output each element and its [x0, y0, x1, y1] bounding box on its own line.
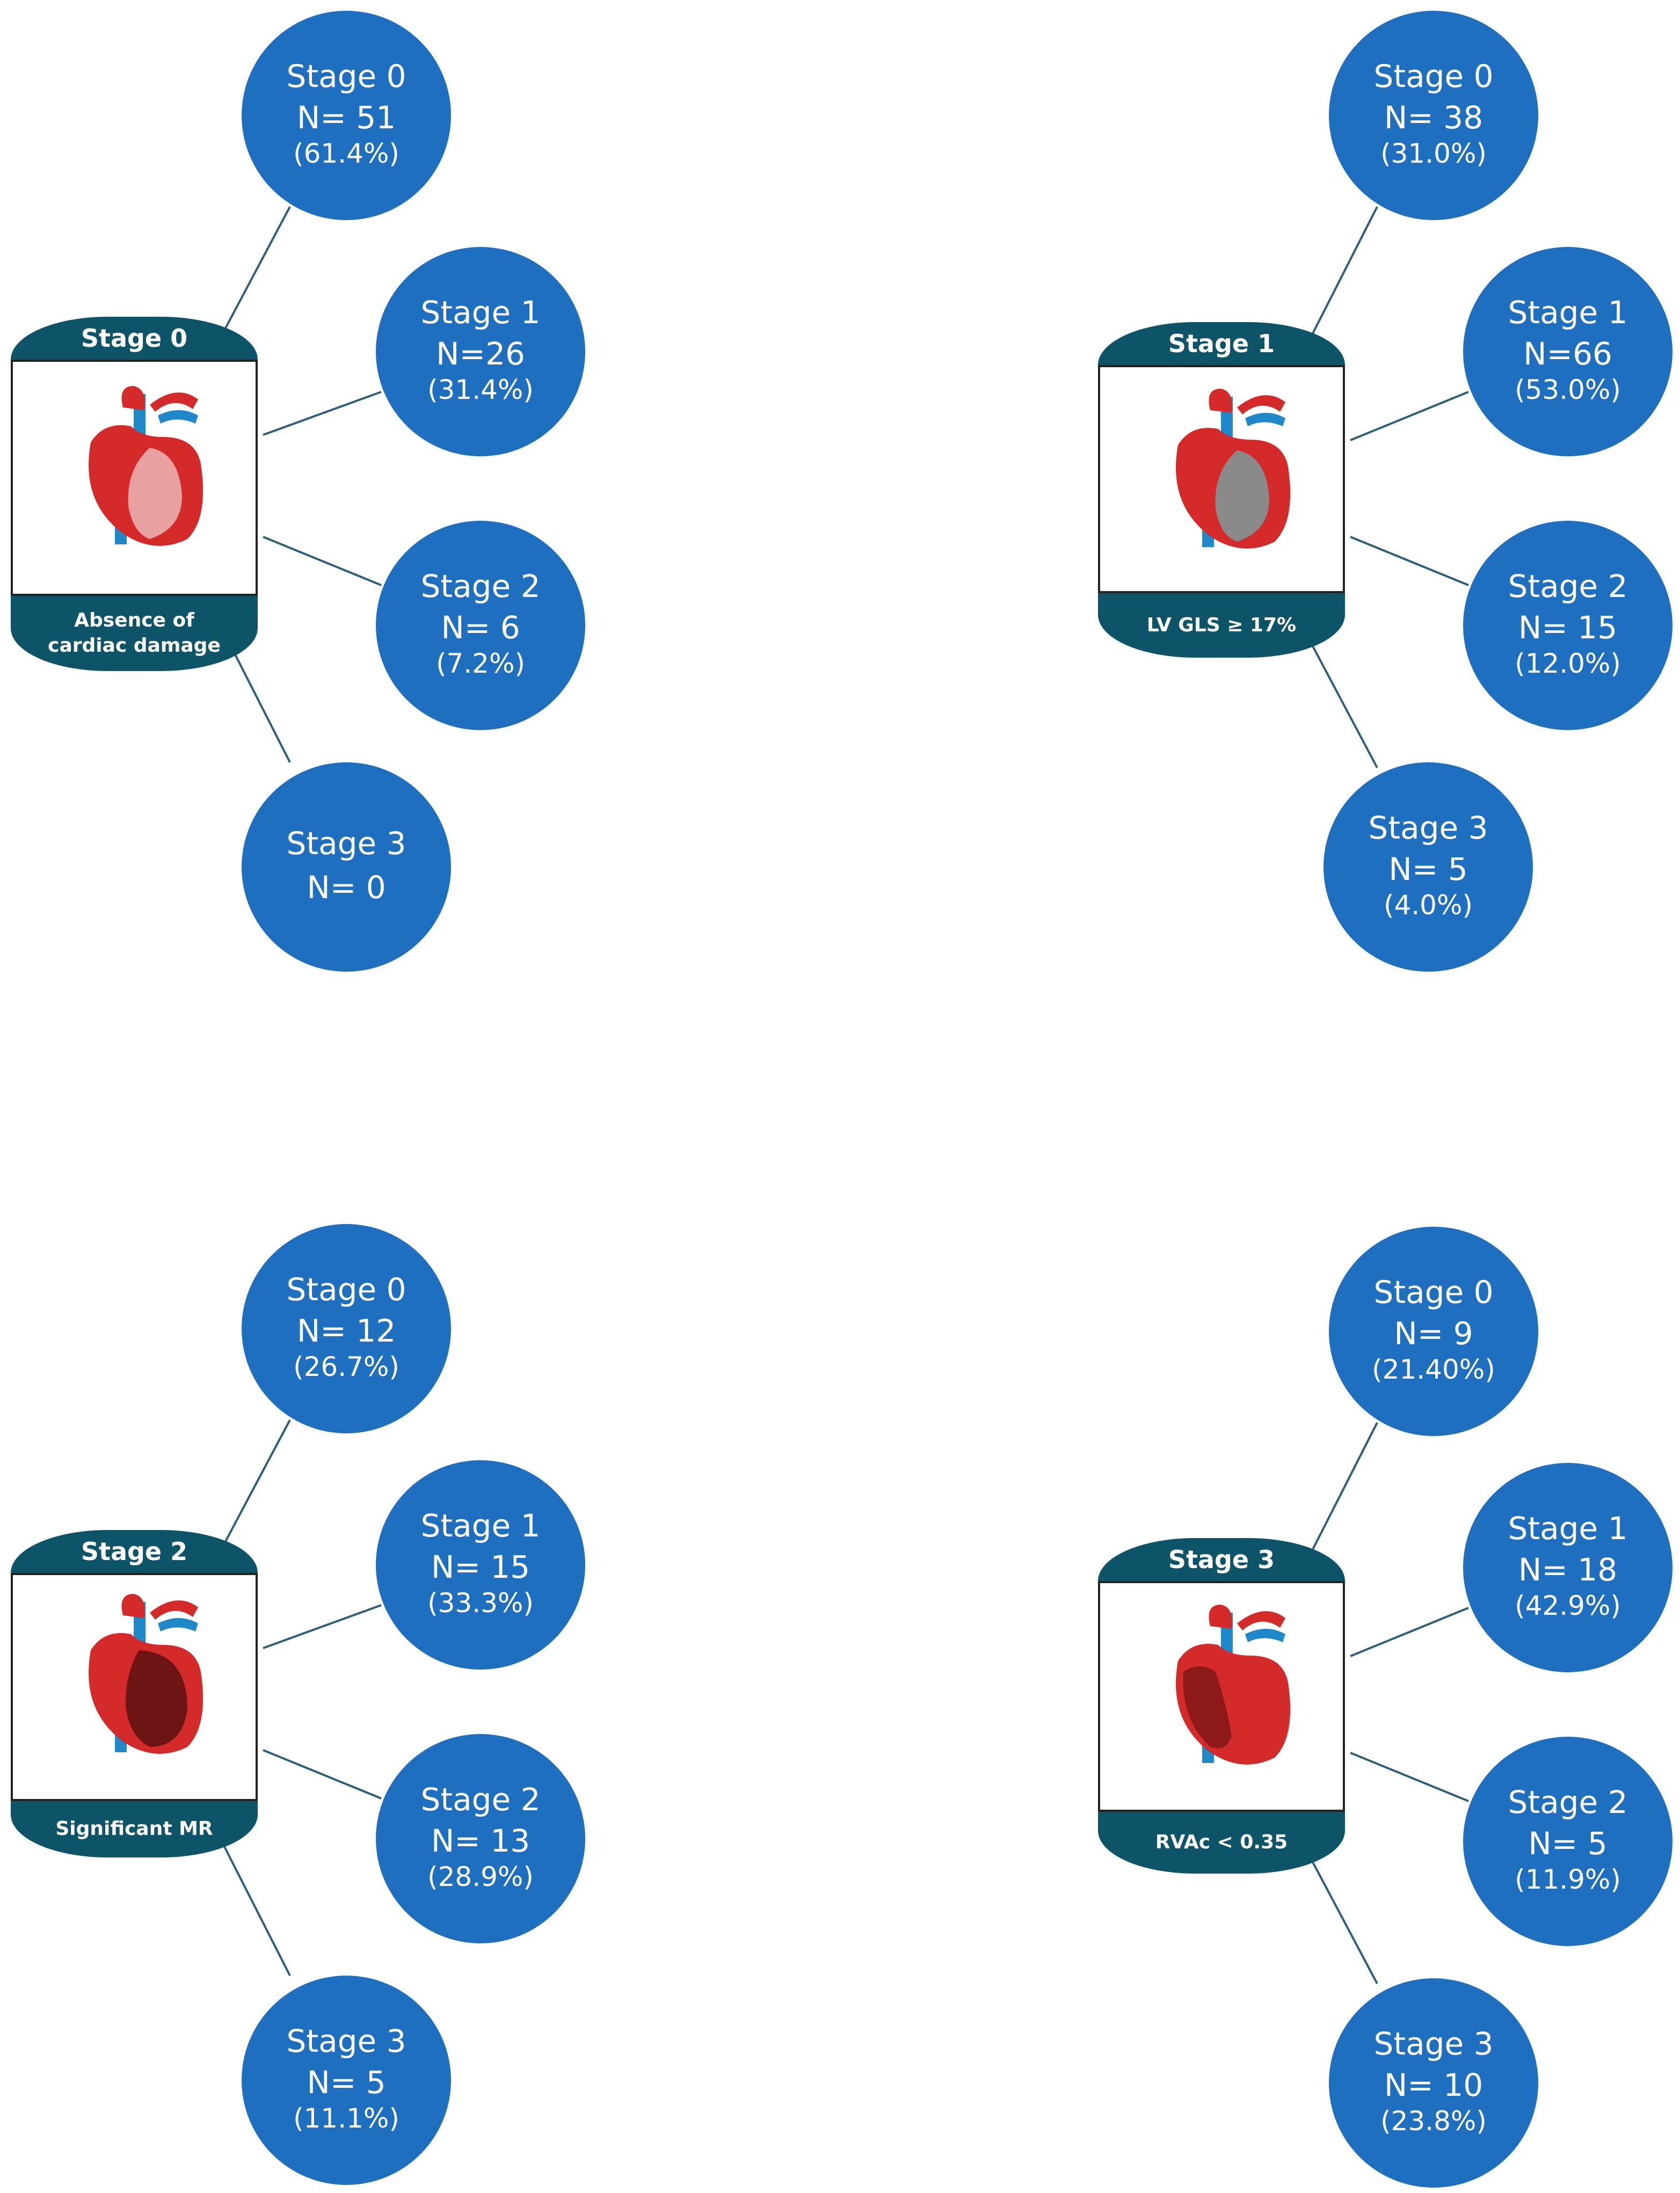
- node-percent: (11.1%): [293, 2103, 399, 2134]
- node-percent: (31.0%): [1380, 138, 1487, 170]
- outcome-node-stage-1: Stage 1 N= 18 (42.9%): [1463, 1463, 1672, 1672]
- node-stage-label: Stage 0: [1373, 58, 1494, 95]
- connectors: [223, 1419, 382, 1976]
- node-percent: (61.4%): [293, 138, 399, 170]
- node-count: N=26: [436, 335, 525, 372]
- connectors: [1311, 206, 1469, 768]
- heart-frame: [11, 1573, 258, 1801]
- outcome-node-stage-0: Stage 0 N= 38 (31.0%): [1329, 11, 1538, 220]
- heart-frame: [11, 360, 258, 596]
- outcome-node-stage-3: Stage 3 N= 5 (11.1%): [242, 1976, 451, 2185]
- node-stage-label: Stage 3: [1373, 2026, 1494, 2063]
- outcome-node-stage-0: Stage 0 N= 12 (26.7%): [242, 1224, 451, 1433]
- outcome-node-stage-3: Stage 3 N= 10 (23.8%): [1329, 1978, 1538, 2188]
- outcome-node-stage-1: Stage 1 N=66 (53.0%): [1463, 247, 1672, 456]
- node-percent: (28.9%): [427, 1861, 534, 1893]
- panel-stage-2: Stage 2 Significant MR Stage 0 N= 12 (26…: [11, 1224, 585, 2190]
- outcome-node-stage-2: Stage 2 N= 15 (12.0%): [1463, 521, 1672, 730]
- source-stage-box: Stage 3 RVAc < 0.35: [1098, 1538, 1345, 1876]
- node-stage-label: Stage 3: [286, 825, 406, 862]
- heart-icon: [89, 386, 203, 546]
- node-percent: (12.0%): [1515, 648, 1621, 680]
- outcome-node-stage-3: Stage 3 N= 5 (4.0%): [1323, 762, 1533, 972]
- node-stage-label: Stage 1: [1508, 294, 1628, 331]
- heart-frame: [1098, 1581, 1345, 1812]
- source-stage-label: Stage 0: [11, 317, 258, 360]
- node-count: N= 5: [1528, 1825, 1608, 1862]
- node-count: N= 18: [1518, 1551, 1618, 1588]
- source-stage-criterion: Absence of cardiac damage: [11, 596, 258, 671]
- panel-stage-0: Stage 0 Absence of cardiac damage Stage …: [11, 11, 585, 977]
- source-stage-criterion: LV GLS ≥ 17%: [1098, 593, 1345, 658]
- outcome-node-stage-0: Stage 0 N= 51 (61.4%): [242, 11, 451, 220]
- outcome-node-stage-0: Stage 0 N= 9 (21.40%): [1329, 1227, 1538, 1436]
- node-stage-label: Stage 2: [420, 1781, 541, 1818]
- outcome-node-stage-1: Stage 1 N=26 (31.4%): [376, 247, 585, 456]
- outcome-node-stage-1: Stage 1 N= 15 (33.3%): [376, 1460, 585, 1670]
- node-stage-label: Stage 1: [420, 1507, 541, 1544]
- source-stage-criterion: Significant MR: [11, 1801, 258, 1857]
- node-stage-label: Stage 2: [1508, 568, 1628, 605]
- heart-icon: [1176, 1605, 1291, 1765]
- node-percent: (31.4%): [427, 374, 534, 406]
- node-stage-label: Stage 3: [1368, 810, 1488, 847]
- heart-icon: [89, 1594, 203, 1754]
- node-percent: (7.2%): [435, 648, 526, 680]
- outcome-node-stage-3: Stage 3 N= 0: [242, 762, 451, 972]
- node-percent: (11.9%): [1515, 1864, 1621, 1896]
- node-count: N= 9: [1394, 1315, 1473, 1352]
- node-stage-label: Stage 1: [420, 294, 541, 331]
- heart-frame: [1098, 365, 1345, 593]
- source-stage-box: Stage 0 Absence of cardiac damage: [11, 317, 258, 671]
- node-percent: (23.8%): [1380, 2105, 1487, 2137]
- node-percent: (26.7%): [293, 1351, 399, 1383]
- node-stage-label: Stage 0: [1373, 1274, 1494, 1311]
- node-count: N=66: [1523, 335, 1612, 372]
- heart-icon: [1176, 389, 1291, 549]
- node-count: N= 51: [296, 99, 396, 136]
- node-stage-label: Stage 0: [286, 1271, 406, 1308]
- node-count: N= 15: [1518, 609, 1618, 646]
- source-stage-label: Stage 2: [11, 1530, 258, 1573]
- node-count: N= 10: [1384, 2066, 1483, 2103]
- node-count: N= 38: [1384, 99, 1483, 136]
- outcome-node-stage-2: Stage 2 N= 13 (28.9%): [376, 1734, 585, 1943]
- node-stage-label: Stage 0: [286, 58, 406, 95]
- outcome-node-stage-2: Stage 2 N= 6 (7.2%): [376, 521, 585, 730]
- panel-stage-3: Stage 3 RVAc < 0.35 Stage 0 N= 9 (21.40%…: [1098, 1227, 1672, 2193]
- node-stage-label: Stage 2: [1508, 1784, 1628, 1821]
- node-stage-label: Stage 3: [286, 2023, 406, 2060]
- node-percent: (42.9%): [1515, 1590, 1621, 1622]
- node-stage-label: Stage 1: [1508, 1510, 1628, 1547]
- node-percent: (21.40%): [1372, 1354, 1495, 1386]
- node-count: N= 12: [296, 1312, 396, 1349]
- panel-stage-1: Stage 1 LV GLS ≥ 17% Stage 0 N= 38 (31.0…: [1098, 11, 1672, 977]
- node-percent: (33.3%): [427, 1587, 534, 1619]
- node-percent: (53.0%): [1515, 374, 1621, 406]
- node-stage-label: Stage 2: [420, 568, 541, 605]
- connectors: [1311, 1422, 1469, 1984]
- source-stage-label: Stage 3: [1098, 1538, 1345, 1581]
- outcome-node-stage-2: Stage 2 N= 5 (11.9%): [1463, 1737, 1672, 1946]
- node-percent: (4.0%): [1383, 890, 1473, 921]
- node-count: N= 13: [431, 1822, 530, 1859]
- source-stage-criterion: RVAc < 0.35: [1098, 1812, 1345, 1874]
- node-count: N= 6: [441, 609, 520, 646]
- source-stage-label: Stage 1: [1098, 322, 1345, 365]
- source-stage-box: Stage 1 LV GLS ≥ 17%: [1098, 322, 1345, 660]
- source-stage-box: Stage 2 Significant MR: [11, 1530, 258, 1857]
- node-count: N= 15: [431, 1548, 530, 1585]
- node-count: N= 5: [1388, 850, 1468, 887]
- node-count: N= 5: [307, 2064, 386, 2101]
- node-count: N= 0: [307, 869, 386, 906]
